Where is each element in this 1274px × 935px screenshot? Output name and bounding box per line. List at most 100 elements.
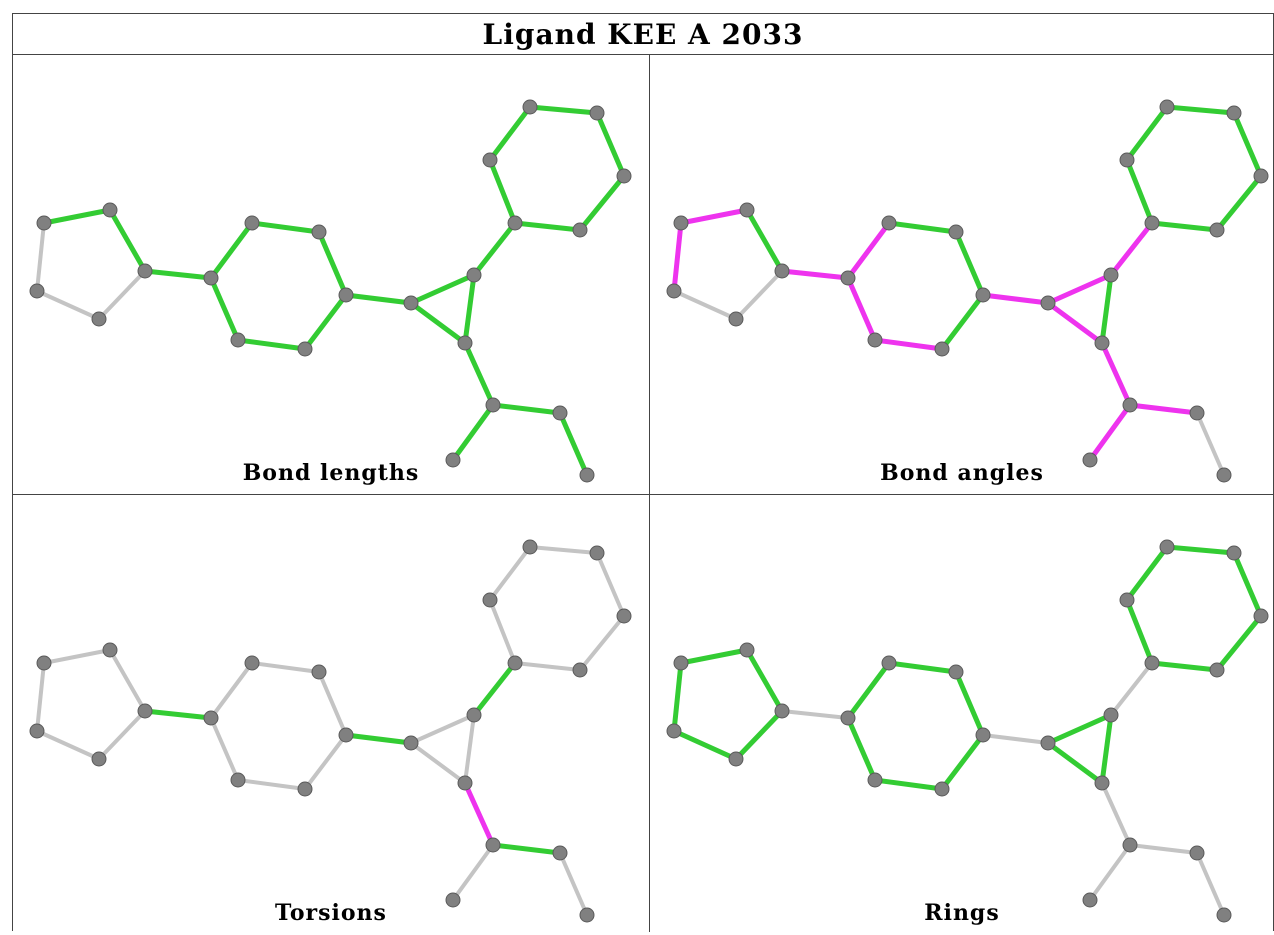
bond-3-4-gray <box>672 289 738 321</box>
atom-8 <box>975 727 991 743</box>
bond-3-4-green <box>671 728 739 762</box>
bond-4-0-gray <box>35 221 46 293</box>
atom-22 <box>579 907 595 923</box>
bond-17-18-green <box>1231 550 1264 619</box>
bond-8-9-green <box>939 732 986 792</box>
atom-5 <box>840 270 856 286</box>
molecule-torsions <box>29 539 632 923</box>
bond-1-2-gray <box>108 648 147 713</box>
bond-6-7-green <box>886 220 959 235</box>
atom-12 <box>466 707 482 723</box>
atom-9 <box>297 781 313 797</box>
title-row: Ligand KEE A 2033 <box>13 14 1273 55</box>
molecule-rings <box>666 539 1269 923</box>
atom-11 <box>1040 295 1056 311</box>
bond-8-11-green <box>343 732 414 746</box>
atom-12 <box>466 267 482 283</box>
bond-21-22-green <box>557 410 590 478</box>
bond-2-3-green <box>733 708 785 762</box>
atom-19 <box>572 662 588 678</box>
atom-20 <box>485 397 501 413</box>
bond-7-8-green <box>953 669 986 738</box>
atom-21 <box>1189 405 1205 421</box>
atom-13 <box>457 775 473 791</box>
bond-13-20-gray <box>1100 781 1132 847</box>
bond-20-23-gray <box>1088 843 1132 902</box>
bond-7-8-gray <box>317 670 348 737</box>
atom-3 <box>91 311 107 327</box>
molecule-bond-lengths <box>29 99 632 483</box>
bond-14-15-gray <box>488 598 517 665</box>
bond-13-11-green <box>408 300 468 346</box>
bond-21-22-gray <box>558 851 589 917</box>
bond-13-11-magenta <box>1045 300 1105 346</box>
bond-9-10-green <box>872 777 945 792</box>
bond-16-17-green <box>1164 544 1237 556</box>
atom-22 <box>1216 467 1232 483</box>
atom-23 <box>445 452 461 468</box>
atom-7 <box>311 224 327 240</box>
atom-4 <box>29 723 45 739</box>
bond-10-5-green <box>208 275 241 343</box>
bond-13-20-green <box>462 340 496 408</box>
atom-17 <box>1226 105 1242 121</box>
atom-14 <box>507 655 523 671</box>
atom-10 <box>867 332 883 348</box>
bond-2-3-gray <box>734 269 784 321</box>
atom-2 <box>774 703 790 719</box>
bond-10-5-green <box>845 715 878 783</box>
bond-12-14-magenta <box>1108 220 1155 278</box>
bond-15-16-green <box>1124 544 1170 603</box>
atom-11 <box>403 295 419 311</box>
bond-15-16-green <box>1124 104 1170 163</box>
bond-8-11-gray <box>981 733 1050 745</box>
bond-13-11-gray <box>409 741 467 785</box>
bond-11-12-green <box>1045 712 1114 746</box>
bond-8-9-green <box>939 292 986 352</box>
atom-13 <box>1094 775 1110 791</box>
atom-6 <box>881 655 897 671</box>
atom-22 <box>1216 907 1232 923</box>
atom-18 <box>616 168 632 184</box>
bond-12-13-green <box>1099 272 1114 346</box>
bond-19-14-green <box>1149 220 1220 233</box>
atom-0 <box>673 215 689 231</box>
atom-1 <box>739 202 755 218</box>
bond-2-3-gray <box>97 269 147 321</box>
atom-15 <box>1119 592 1135 608</box>
atom-1 <box>102 202 118 218</box>
atom-19 <box>1209 222 1225 238</box>
bond-0-1-gray <box>42 648 112 665</box>
atom-4 <box>29 283 45 299</box>
atom-0 <box>36 655 52 671</box>
bond-20-21-magenta <box>1127 402 1200 416</box>
bond-17-18-green <box>594 110 627 179</box>
bond-12-14-green <box>471 220 518 278</box>
atom-13 <box>1094 335 1110 351</box>
atom-10 <box>230 772 246 788</box>
molecule-bond-angles <box>666 99 1269 483</box>
caption-bond-lengths: Bond lengths <box>242 460 420 486</box>
bond-9-10-green <box>235 337 308 352</box>
bond-7-8-green <box>316 229 349 298</box>
figure-title: Ligand KEE A 2033 <box>482 17 804 51</box>
bond-20-21-gray <box>1128 843 1199 855</box>
atom-1 <box>102 642 118 658</box>
atom-3 <box>728 751 744 767</box>
bond-18-19-gray <box>578 614 626 672</box>
bond-11-12-gray <box>409 713 476 745</box>
atom-23 <box>1082 452 1098 468</box>
bond-3-4-gray <box>35 289 101 321</box>
bond-19-14-green <box>512 220 583 233</box>
bond-4-0-green <box>671 660 684 734</box>
bond-9-10-gray <box>236 778 307 791</box>
panel-bond-lengths: Bond lengths <box>13 55 649 493</box>
bond-17-18-gray <box>595 551 626 618</box>
atom-14 <box>1144 655 1160 671</box>
figure-frame: Ligand KEE A 2033 Bond lengths Bond angl… <box>12 13 1274 932</box>
bond-5-6-green <box>208 220 255 281</box>
atom-21 <box>1189 845 1205 861</box>
atom-14 <box>1144 215 1160 231</box>
atom-12 <box>1103 707 1119 723</box>
bond-12-13-gray <box>463 713 476 785</box>
